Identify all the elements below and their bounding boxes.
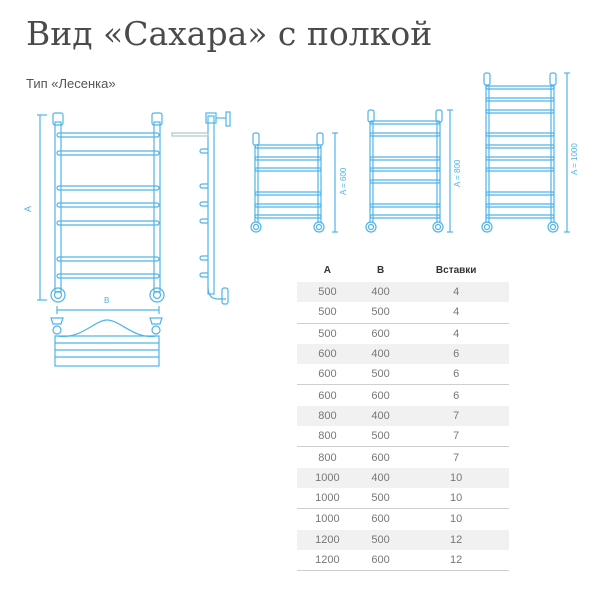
cell-inserts: 10 xyxy=(450,513,463,526)
cell-inserts: 12 xyxy=(403,529,509,550)
cell-inserts: 10 xyxy=(403,467,509,488)
variant-800-label: A = 800 xyxy=(453,159,462,187)
cell-b: 600 xyxy=(371,513,390,526)
column-header-a: A xyxy=(323,264,331,276)
variant-800-drawing: A = 800 xyxy=(365,109,462,233)
cell-a: 500 xyxy=(297,302,358,324)
variant-600-label: A = 600 xyxy=(339,167,348,195)
table-row: 1000 600 10 xyxy=(297,509,509,530)
page-title: Вид «Сахара» с полкой xyxy=(26,14,433,53)
page-subtitle: Тип «Лесенка» xyxy=(26,76,116,91)
variant-600-drawing: A = 600 xyxy=(250,132,348,233)
cell-a: 500 xyxy=(318,327,337,340)
cell-a: 600 xyxy=(297,364,358,386)
table-row: 800 600 7 xyxy=(297,447,509,468)
cell-inserts: 6 xyxy=(403,364,509,386)
side-view-drawing xyxy=(171,111,231,305)
cell-inserts: 7 xyxy=(403,405,509,427)
cell-b: 600 xyxy=(371,389,390,402)
variant-1000-label: A = 1000 xyxy=(570,143,579,175)
cell-a: 1000 xyxy=(315,513,340,526)
cell-b: 500 xyxy=(357,529,404,550)
cell-a: 800 xyxy=(297,426,358,448)
cell-b: 600 xyxy=(371,327,390,340)
cell-a: 800 xyxy=(318,451,337,464)
cell-b: 600 xyxy=(371,451,390,464)
cell-b: 600 xyxy=(357,549,404,572)
cell-inserts: 12 xyxy=(403,549,509,572)
cell-a: 500 xyxy=(297,282,358,303)
cell-a: 1000 xyxy=(297,467,358,488)
table-row: 600 600 6 xyxy=(297,385,509,406)
cell-inserts: 7 xyxy=(453,451,460,464)
dim-b-label-1: B xyxy=(104,296,109,305)
cell-b: 400 xyxy=(357,282,404,303)
cell-b: 500 xyxy=(357,302,404,324)
cell-a: 800 xyxy=(297,405,358,427)
cell-inserts: 4 xyxy=(453,327,460,340)
cell-inserts: 10 xyxy=(403,487,509,510)
table-row: 500 600 4 xyxy=(297,323,509,344)
column-header-b: B xyxy=(376,264,385,276)
cell-inserts: 6 xyxy=(453,389,460,402)
cell-a: 1200 xyxy=(297,529,358,550)
cell-a: 600 xyxy=(318,389,337,402)
cell-b: 400 xyxy=(357,343,404,365)
cell-b: 400 xyxy=(357,405,404,427)
cell-inserts: 4 xyxy=(403,282,509,303)
cell-b: 500 xyxy=(357,487,404,510)
cell-inserts: 4 xyxy=(403,302,509,324)
cell-a: 1000 xyxy=(297,487,358,510)
cell-a: 600 xyxy=(297,343,358,365)
cell-inserts: 7 xyxy=(403,426,509,448)
cell-inserts: 6 xyxy=(403,343,509,365)
cell-b: 400 xyxy=(357,467,404,488)
front-view-drawing: A B xyxy=(23,112,165,367)
cell-b: 500 xyxy=(357,426,404,448)
cell-b: 500 xyxy=(357,364,404,386)
dim-a-label: A xyxy=(23,206,33,212)
cell-a: 1200 xyxy=(297,549,358,572)
table-header-row: A B Вставки xyxy=(297,258,509,282)
variant-1000-drawing: A = 1000 xyxy=(481,72,579,233)
column-header-inserts: Вставки xyxy=(435,264,477,276)
